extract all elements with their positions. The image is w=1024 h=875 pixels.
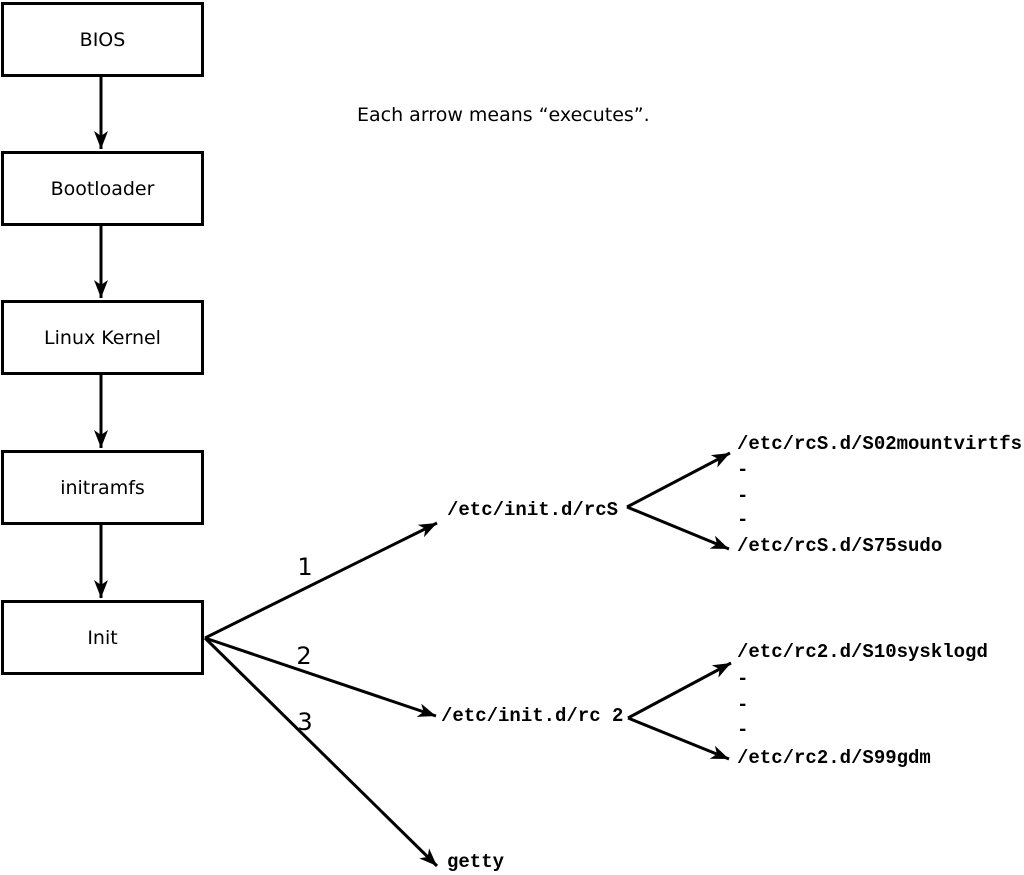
diagram-caption: Each arrow means “executes”. <box>357 104 650 126</box>
node-initramfs: initramfs <box>1 450 204 525</box>
rcs-script-dash-1: - <box>737 459 749 481</box>
arrow-rc2-to-last-script <box>627 716 730 761</box>
edge-label-1: 1 <box>297 553 313 581</box>
rcs-script-first: /etc/rcS.d/S02mountvirtfs <box>737 433 1023 455</box>
node-bootloader: Bootloader <box>1 151 204 226</box>
rcs-script-dash-2: - <box>737 485 749 507</box>
node-init-label: Init <box>87 626 118 649</box>
rc2-script-last: /etc/rc2.d/S99gdm <box>737 747 931 769</box>
rc2-script-dash-1: - <box>737 668 749 690</box>
arrow-init-to-rcs <box>204 521 438 640</box>
arrow-rcs-to-first-script <box>626 451 731 509</box>
arrow-rcs-to-last-script <box>626 505 730 551</box>
rc2-script-dash-3: - <box>737 719 749 741</box>
edge-label-3: 3 <box>297 708 313 736</box>
node-linux-kernel-label: Linux Kernel <box>44 326 161 349</box>
target-init-d-rc2: /etc/init.d/rc 2 <box>441 705 624 727</box>
target-getty: getty <box>447 851 505 873</box>
node-linux-kernel: Linux Kernel <box>1 300 204 375</box>
target-init-d-rcS: /etc/init.d/rcS <box>447 499 619 521</box>
node-bios: BIOS <box>1 2 204 77</box>
rcs-script-dash-3: - <box>737 509 749 531</box>
arrow-init-to-getty <box>203 636 439 868</box>
arrow-init-to-rc2 <box>204 636 437 718</box>
node-bios-label: BIOS <box>79 28 126 51</box>
rc2-script-dash-2: - <box>737 694 749 716</box>
arrow-rc2-to-first-script <box>627 661 732 720</box>
node-initramfs-label: initramfs <box>60 476 145 499</box>
rcs-script-last: /etc/rcS.d/S75sudo <box>737 535 943 557</box>
edge-label-2: 2 <box>296 642 312 670</box>
rc2-script-first: /etc/rc2.d/S10sysklogd <box>737 641 988 663</box>
node-bootloader-label: Bootloader <box>50 177 155 200</box>
node-init: Init <box>1 600 204 675</box>
